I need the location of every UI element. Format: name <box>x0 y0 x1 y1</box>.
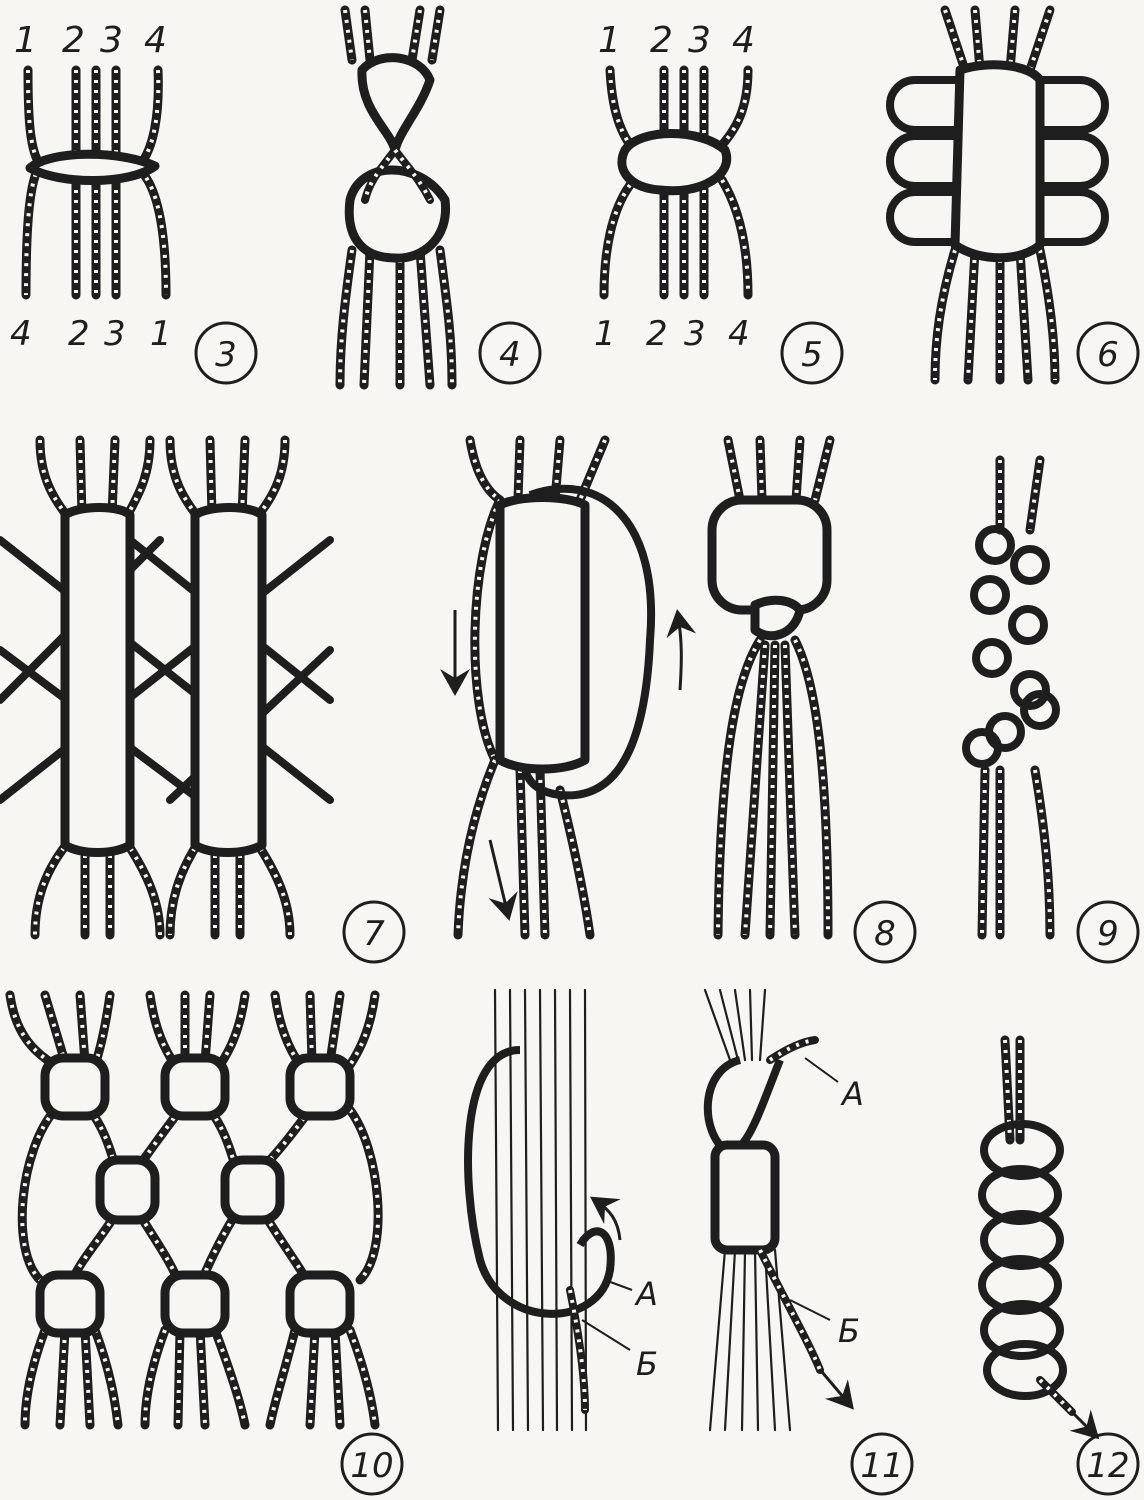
cord-number-top: 1 <box>14 20 37 61</box>
cord-number-top: 4 <box>732 20 755 61</box>
wrapped-coil <box>500 498 585 770</box>
figure-number: 3 <box>215 335 237 375</box>
wrap-loop <box>708 1060 780 1151</box>
knot-column <box>195 508 262 853</box>
figure-6: 6 <box>890 10 1138 383</box>
cord-number-bottom: 1 <box>150 314 172 354</box>
square-knot <box>290 1275 350 1333</box>
square-knot <box>165 1275 225 1333</box>
wrapped-coil <box>715 1145 775 1250</box>
figure-10: 10 <box>10 995 402 1494</box>
figure-number: 11 <box>860 1446 903 1486</box>
cord-number-top: 1 <box>598 20 621 61</box>
wrapped-coil <box>712 500 827 610</box>
figure-12: 12 <box>982 1040 1138 1494</box>
cord-number-bottom: 2 <box>646 314 668 354</box>
coil-loops <box>982 1124 1063 1396</box>
spiral-loops <box>966 529 1056 764</box>
knot-column <box>955 65 1040 258</box>
leader-line <box>582 1320 630 1350</box>
square-knot <box>290 1058 350 1116</box>
label-A: А <box>634 1275 658 1313</box>
cord-number-top: 2 <box>650 20 673 61</box>
square-knot <box>100 1160 155 1220</box>
figure-9: 9 <box>966 460 1138 962</box>
cord-number-top: 3 <box>688 20 711 61</box>
twist-lower <box>349 170 445 258</box>
figure-number: 9 <box>1097 914 1119 954</box>
direction-arrow <box>678 615 681 690</box>
figure-11-finished: А Б 11 <box>705 990 912 1494</box>
figure-8-finished: 8 <box>712 440 915 962</box>
figure-number: 12 <box>1086 1446 1129 1486</box>
direction-arrow <box>490 840 508 915</box>
direction-arrow <box>822 1372 850 1405</box>
square-knot <box>45 1058 105 1116</box>
figure-3: 1 2 3 4 4 2 3 1 3 <box>10 20 256 383</box>
square-knot-body <box>30 154 155 180</box>
figure-number: 4 <box>499 335 521 375</box>
cord-number-bottom: 3 <box>684 314 706 354</box>
label-B: Б <box>838 1312 860 1350</box>
square-knot <box>225 1160 280 1220</box>
cord-number-bottom: 4 <box>728 314 750 354</box>
leader-line <box>805 1058 838 1082</box>
label-B: Б <box>636 1345 658 1383</box>
twist-upper <box>362 58 430 150</box>
cord-number-top: 3 <box>100 20 123 61</box>
cord-number-bottom: 2 <box>68 314 90 354</box>
wrap-loop <box>468 1050 611 1314</box>
knot-column <box>65 508 130 853</box>
figure-7: 7 <box>0 440 404 962</box>
cord-number-bottom: 1 <box>594 314 616 354</box>
cord-number-bottom: 4 <box>10 314 32 354</box>
figure-number: 7 <box>363 914 385 954</box>
figure-number: 10 <box>350 1446 393 1486</box>
cord-number-top: 4 <box>144 20 167 61</box>
half-knot-body <box>622 134 727 191</box>
square-knot <box>40 1275 100 1333</box>
figure-number: 6 <box>1097 335 1119 375</box>
tie-knot <box>755 600 800 635</box>
figure-4: 4 <box>340 10 540 385</box>
figure-number: 5 <box>801 335 823 375</box>
diagonal-cords <box>0 540 330 800</box>
label-A: А <box>840 1075 864 1113</box>
figure-5: 1 2 3 4 1 2 3 4 5 <box>594 20 842 383</box>
cords <box>495 990 586 1430</box>
figure-8-wrapping <box>455 440 681 935</box>
figure-11-start: А Б <box>468 990 658 1430</box>
square-knot <box>165 1058 225 1116</box>
figure-number: 8 <box>874 914 896 954</box>
cord-number-bottom: 3 <box>104 314 126 354</box>
cord-number-top: 2 <box>62 20 85 61</box>
direction-arrow <box>1072 1412 1095 1435</box>
